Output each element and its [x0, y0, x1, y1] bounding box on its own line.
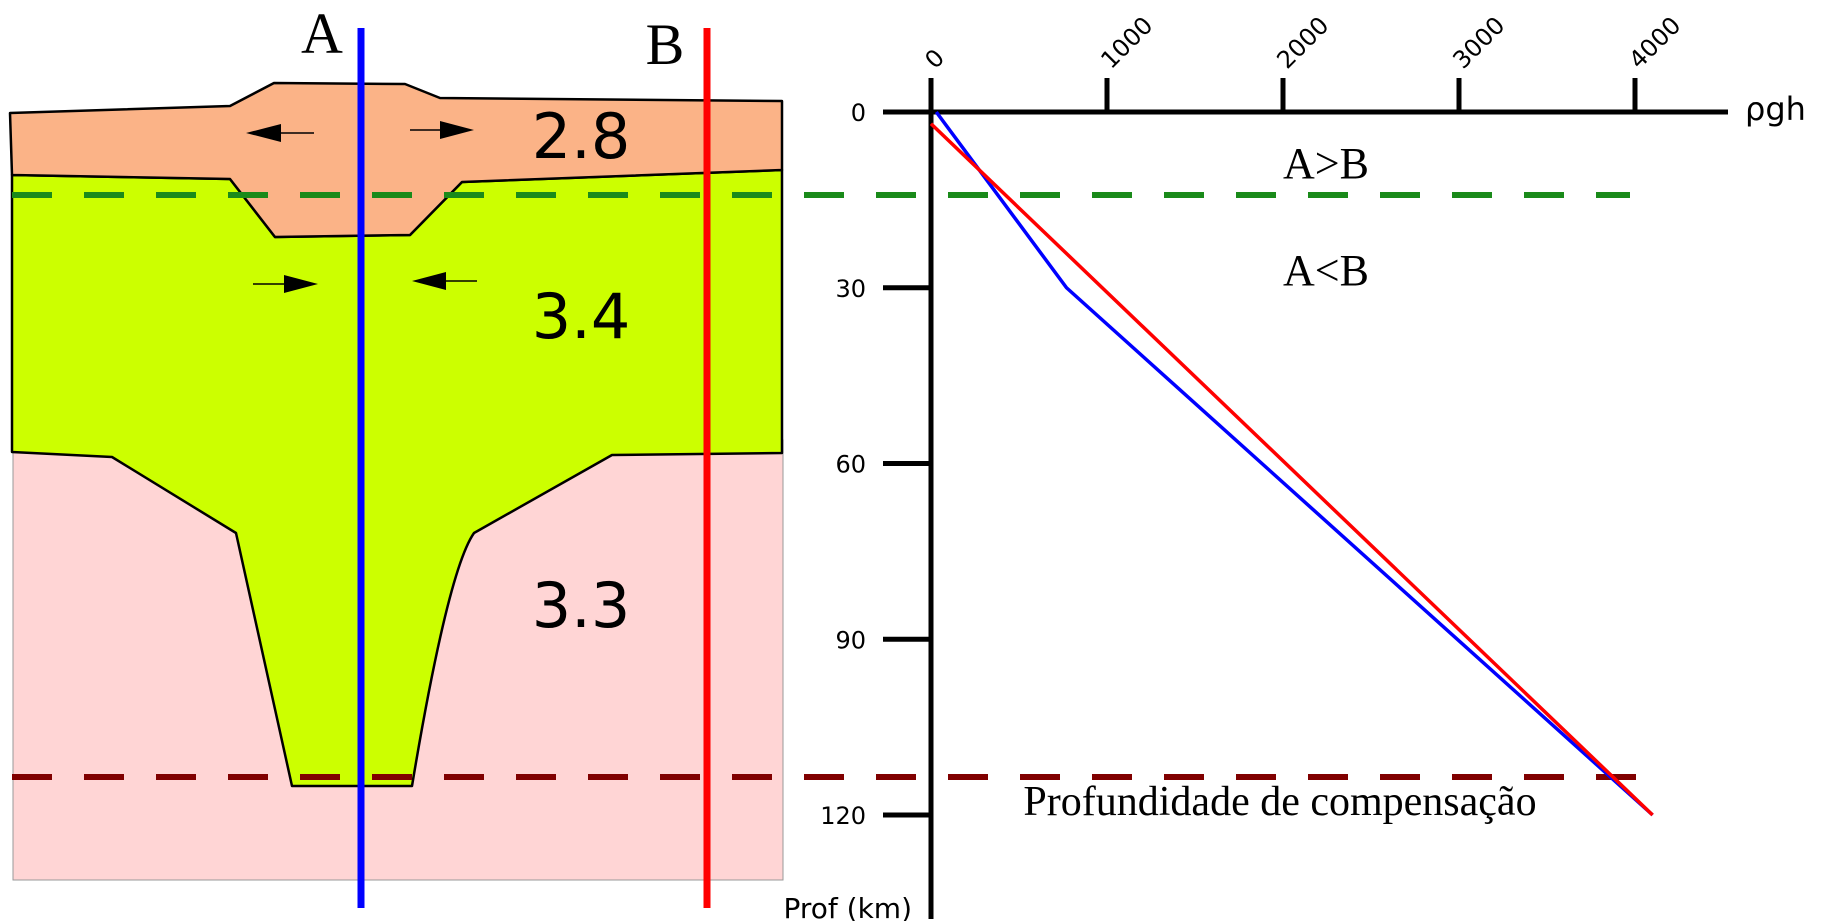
mantle-density-label: 3.3 — [532, 569, 631, 642]
x-tick-label: 0 — [919, 44, 950, 75]
series-line-b — [929, 122, 1654, 817]
upper-crust-layer — [8, 81, 784, 239]
series-lines — [929, 110, 1654, 817]
y-tick-label: 60 — [835, 451, 866, 479]
extension-arrow-right — [410, 121, 474, 139]
pressure-depth-chart: 0 1000 2000 3000 4000 0 30 60 90 120 ρgh Prof (k… — [783, 11, 1805, 921]
profile-b-label: B — [646, 12, 685, 77]
x-tick-label: 1000 — [1095, 11, 1158, 74]
upper-crust-density-label: 2.8 — [532, 100, 631, 173]
annotation-a-greater-b: A>B — [1283, 139, 1369, 188]
x-tick-label: 3000 — [1447, 11, 1510, 74]
lithosphere-density-label: 3.4 — [532, 280, 631, 353]
lithosphere-layer — [10, 168, 784, 788]
series-line-a — [934, 110, 1654, 817]
y-tick-label: 120 — [820, 802, 866, 830]
x-tick-label: 4000 — [1623, 11, 1686, 74]
x-axis-title: ρgh — [1745, 90, 1806, 128]
compensation-depth-label: Profundidade de compensação — [1023, 779, 1536, 825]
y-tick-label: 30 — [835, 275, 866, 303]
y-axis-title: Prof (km) — [783, 892, 912, 921]
profile-a-label: A — [301, 1, 343, 66]
compression-arrow-right — [412, 272, 477, 290]
y-tick-label: 0 — [851, 99, 866, 127]
x-axis: 0 1000 2000 3000 4000 — [919, 11, 1728, 115]
compression-arrow-left — [253, 275, 318, 293]
x-tick-label: 2000 — [1271, 11, 1334, 74]
y-tick-label: 90 — [835, 626, 866, 654]
annotation-a-less-b: A<B — [1283, 246, 1369, 295]
cross-section: 2.8 3.4 3.3 A B — [8, 1, 784, 908]
y-axis: 0 30 60 90 120 — [820, 78, 934, 919]
extension-arrow-left — [246, 124, 314, 142]
